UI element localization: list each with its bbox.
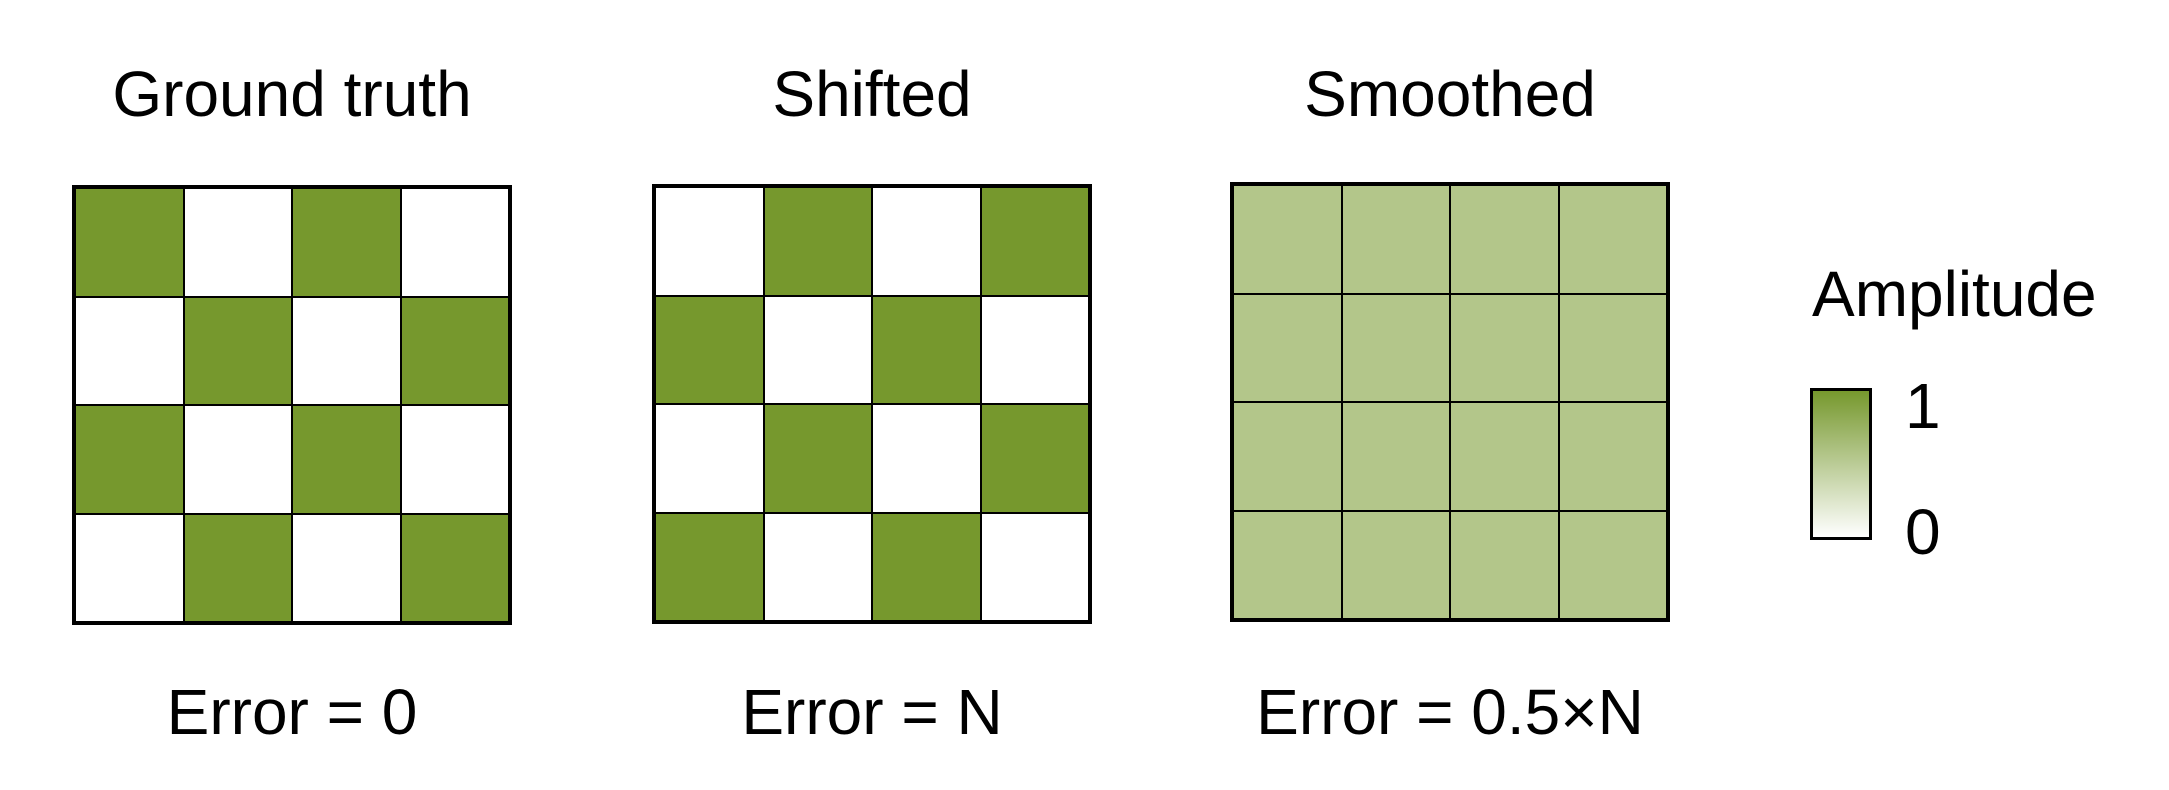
grid-cell bbox=[655, 187, 764, 296]
grid-cell bbox=[1233, 185, 1342, 294]
grid-cell bbox=[872, 187, 981, 296]
grid-cell bbox=[75, 296, 184, 405]
grid-cell bbox=[655, 512, 764, 621]
grid-cell bbox=[183, 188, 292, 297]
grid-shifted bbox=[652, 184, 1092, 624]
grid-cell bbox=[1450, 402, 1559, 511]
grid-cell bbox=[400, 513, 509, 622]
grid-cell bbox=[183, 296, 292, 405]
grid-cell bbox=[872, 404, 981, 513]
grid-cell bbox=[1233, 402, 1342, 511]
grid-cell bbox=[1450, 185, 1559, 294]
panel-title-shifted: Shifted bbox=[772, 58, 972, 130]
grid-cell bbox=[75, 188, 184, 297]
grid-cell bbox=[75, 513, 184, 622]
legend-max-label: 1 bbox=[1905, 370, 1941, 442]
grid-cell bbox=[1450, 510, 1559, 619]
grid-cell bbox=[763, 295, 872, 404]
grid-cell bbox=[763, 187, 872, 296]
panel-error-smoothed: Error = 0.5×N bbox=[1256, 676, 1644, 748]
grid-cell bbox=[183, 405, 292, 514]
grid-cell bbox=[400, 296, 509, 405]
grid-cell bbox=[872, 295, 981, 404]
grid-cell bbox=[1558, 510, 1667, 619]
grid-cell bbox=[655, 295, 764, 404]
grid-cell bbox=[980, 187, 1089, 296]
grid-cell bbox=[980, 512, 1089, 621]
grid-cell bbox=[292, 405, 401, 514]
grid-cell bbox=[872, 512, 981, 621]
panel-title-smoothed: Smoothed bbox=[1304, 58, 1596, 130]
grid-cell bbox=[292, 296, 401, 405]
grid-cell bbox=[75, 405, 184, 514]
grid-cell bbox=[1558, 402, 1667, 511]
legend-title: Amplitude bbox=[1812, 258, 2097, 330]
grid-cell bbox=[1233, 293, 1342, 402]
grid-cell bbox=[1341, 510, 1450, 619]
grid-cell bbox=[183, 513, 292, 622]
legend-colorbar bbox=[1810, 388, 1872, 540]
grid-cell bbox=[1233, 510, 1342, 619]
grid-cell bbox=[1558, 185, 1667, 294]
panel-error-ground-truth: Error = 0 bbox=[166, 676, 418, 748]
grid-cell bbox=[292, 513, 401, 622]
grid-cell bbox=[400, 188, 509, 297]
panel-error-shifted: Error = N bbox=[741, 676, 1003, 748]
legend-min-label: 0 bbox=[1905, 496, 1941, 568]
grid-cell bbox=[1341, 402, 1450, 511]
grid-cell bbox=[980, 404, 1089, 513]
grid-cell bbox=[980, 295, 1089, 404]
grid-cell bbox=[763, 512, 872, 621]
grid-cell bbox=[655, 404, 764, 513]
grid-cell bbox=[1341, 293, 1450, 402]
grid-cell bbox=[400, 405, 509, 514]
grid-cell bbox=[763, 404, 872, 513]
grid-cell bbox=[292, 188, 401, 297]
panel-title-ground-truth: Ground truth bbox=[112, 58, 472, 130]
grid-cell bbox=[1450, 293, 1559, 402]
grid-cell bbox=[1558, 293, 1667, 402]
grid-smoothed bbox=[1230, 182, 1670, 622]
grid-ground-truth bbox=[72, 185, 512, 625]
grid-cell bbox=[1341, 185, 1450, 294]
